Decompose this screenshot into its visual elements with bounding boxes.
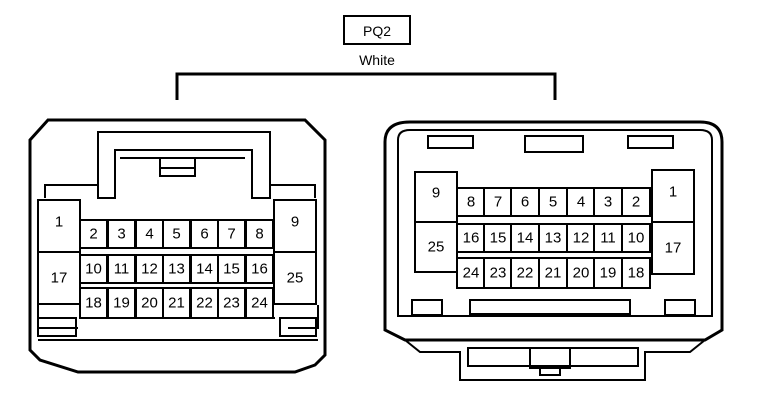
pin-number: 18: [628, 265, 645, 282]
pin-number: 2: [89, 226, 97, 243]
pin-cell: [217, 287, 246, 319]
pin-cell: [414, 221, 458, 273]
pin-number: 24: [251, 295, 268, 312]
connector-id: PQ2: [363, 23, 391, 39]
pin-number: 15: [223, 261, 240, 278]
pin-number: 12: [141, 261, 158, 278]
pin-number: 10: [85, 261, 102, 278]
pin-cell: [190, 287, 219, 319]
pin-cell: [245, 254, 274, 284]
pin-number: 19: [113, 295, 130, 312]
pin-cell: [510, 257, 540, 289]
pin-cell: [566, 187, 596, 217]
pin-cell: [456, 187, 486, 217]
pin-number: 4: [577, 194, 585, 211]
pin-number: 7: [494, 194, 502, 211]
pin-number: 8: [467, 194, 475, 211]
pin-cell: [510, 187, 540, 217]
pin-number: 16: [463, 230, 480, 247]
pin-cell: [566, 223, 596, 253]
pin-number: 11: [600, 230, 616, 247]
pin-cell: [107, 287, 136, 319]
pin-number: 17: [665, 240, 682, 257]
pin-cell: [510, 223, 540, 253]
pin-number: 17: [51, 270, 68, 287]
right-connector-housing: [383, 120, 724, 381]
pin-number: 18: [85, 295, 102, 312]
pin-cell: [217, 254, 246, 284]
pin-cell: [245, 219, 274, 249]
pin-cell: [162, 219, 191, 249]
pin-number: 21: [168, 295, 185, 312]
pin-number: 9: [291, 214, 299, 231]
pin-number: 8: [255, 226, 263, 243]
pin-cell: [107, 219, 136, 249]
pin-cell: [135, 287, 164, 319]
pin-number: 12: [573, 230, 590, 247]
pin-number: 22: [517, 265, 534, 282]
pin-cell: [273, 251, 317, 305]
pin-number: 25: [428, 239, 445, 256]
pin-number: 22: [196, 295, 213, 312]
pin-cell: [456, 257, 486, 289]
pin-number: 15: [490, 230, 507, 247]
pin-number: 20: [141, 295, 158, 312]
pin-number: 24: [463, 265, 480, 282]
pin-cell: [621, 187, 651, 217]
pin-cell: [245, 287, 274, 319]
pin-number: 19: [600, 265, 617, 282]
connector-id-box: [343, 15, 411, 45]
pin-cell: [593, 187, 623, 217]
pin-number: 9: [432, 185, 440, 202]
pin-number: 3: [117, 226, 125, 243]
connector-color: White: [359, 52, 395, 68]
pin-number: 13: [545, 230, 562, 247]
pin-cell: [135, 219, 164, 249]
pin-cell: [621, 223, 651, 253]
pin-number: 3: [604, 194, 612, 211]
pin-number: 5: [172, 226, 180, 243]
pin-number: 20: [573, 265, 590, 282]
pin-number: 1: [669, 184, 677, 201]
pin-number: 6: [200, 226, 208, 243]
right-pin-grid: 9 25 1 17 8 7 6 5 4 3 2 16 15 14 13 12 11 10 24 23 22 21 20 19 1…: [414, 169, 695, 289]
pin-number: 23: [490, 265, 507, 282]
pin-number: 21: [545, 265, 562, 282]
pin-number: 14: [196, 261, 213, 278]
view-bracket: [175, 72, 557, 100]
pin-number: 10: [628, 230, 645, 247]
pin-number: 11: [114, 261, 130, 278]
pin-number: 1: [55, 214, 63, 231]
pin-cell: [621, 257, 651, 289]
pin-number: 23: [223, 295, 240, 312]
pin-number: 4: [145, 226, 153, 243]
pin-cell: [37, 251, 81, 305]
pin-number: 5: [549, 194, 557, 211]
pin-number: 13: [168, 261, 185, 278]
pin-number: 7: [227, 226, 235, 243]
pin-cell: [651, 221, 695, 275]
pin-number: 16: [251, 261, 268, 278]
pin-number: 25: [287, 270, 304, 287]
pin-cell: [79, 219, 108, 249]
pin-number: 6: [521, 194, 529, 211]
pin-number: 2: [632, 194, 640, 211]
pin-number: 14: [517, 230, 534, 247]
pin-cell: [538, 257, 568, 289]
